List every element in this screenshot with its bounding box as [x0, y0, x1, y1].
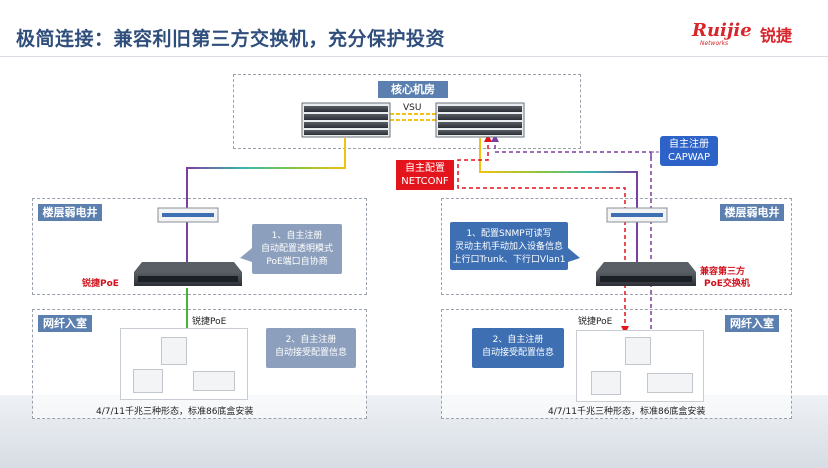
netconf-path — [457, 138, 626, 330]
ruijie-logo-cn: 锐捷 — [760, 26, 793, 45]
right-ap-device-2 — [591, 371, 621, 395]
right-odf-panel — [606, 207, 668, 223]
page-title: 极简连接：兼容利旧第三方交换机，充分保护投资 — [16, 28, 446, 50]
capwap-tag: 自主注册 CAPWAP — [660, 136, 718, 166]
right-poe-switch — [596, 262, 696, 286]
right-switch-label-2: PoE交换机 — [704, 279, 750, 289]
left-info-bottom: 2、自主注册 自动接受配置信息 — [266, 328, 356, 368]
right-info-bottom-line2: 自动接受配置信息 — [481, 348, 554, 358]
left-ap-device-1 — [161, 337, 187, 365]
core-switch-right — [435, 102, 525, 138]
left-shaft-label: 楼层弱电井 — [38, 204, 102, 221]
right-uplink-line — [479, 138, 638, 210]
left-info-bottom-line2: 自动接受配置信息 — [274, 348, 347, 358]
right-ap-device-1 — [625, 337, 651, 365]
ruijie-logo-sub: Networks — [700, 40, 729, 47]
right-info-top-line1: 1、配置SNMP可读写 — [466, 229, 552, 239]
netconf-tag: 自主配置 NETCONF — [396, 160, 454, 190]
right-room-label: 网纤入室 — [725, 315, 779, 332]
capwap-path — [494, 138, 652, 330]
right-ap-label: 锐捷PoE — [578, 317, 613, 327]
right-shaft-label: 楼层弱电井 — [720, 204, 784, 221]
left-uplink-line — [186, 138, 346, 210]
netconf-tag-line1: 自主配置 — [405, 163, 445, 174]
left-info-top-line1: 1、自主注册 — [271, 231, 323, 241]
right-ap-panel — [576, 330, 704, 402]
left-ap-device-3 — [193, 371, 235, 391]
right-caption: 4/7/11千兆三种形态，标准86底盒安装 — [548, 407, 706, 417]
left-info-top-line2: 自动配置透明模式 — [260, 244, 333, 254]
left-info-top-line3: PoE端口自协商 — [266, 257, 328, 267]
capwap-tag-line1: 自主注册 — [669, 139, 709, 150]
core-room-label: 核心机房 — [378, 81, 448, 98]
core-switch-left — [301, 102, 391, 138]
left-odf-panel — [157, 207, 219, 223]
capwap-arrow-up — [491, 134, 499, 142]
left-ap-panel — [120, 328, 248, 400]
netconf-arrow-up — [484, 134, 492, 142]
left-caption: 4/7/11千兆三种形态，标准86底盒安装 — [96, 407, 254, 417]
vsu-label: VSU — [403, 103, 422, 113]
right-info-bottom: 2、自主注册 自动接受配置信息 — [472, 328, 564, 368]
right-info-top-line3: 上行口Trunk、下行口Vlan1 — [452, 255, 566, 265]
right-info-top-line2: 灵动主机手动加入设备信息 — [454, 242, 563, 252]
right-info-top: 1、配置SNMP可读写 灵动主机手动加入设备信息 上行口Trunk、下行口Vla… — [450, 222, 568, 270]
right-info-bottom-line1: 2、自主注册 — [492, 335, 544, 345]
right-switch-label-1: 兼容第三方 — [700, 267, 746, 277]
left-room-label: 网纤入室 — [38, 315, 92, 332]
right-callout-pointer — [568, 248, 580, 262]
netconf-tag-line2: NETCONF — [401, 176, 449, 187]
capwap-tag-line2: CAPWAP — [667, 152, 711, 163]
left-poe-switch — [134, 262, 242, 286]
title-divider — [0, 56, 828, 57]
left-ap-device-2 — [133, 369, 163, 393]
ruijie-logo: Ruijie — [692, 20, 752, 41]
right-ap-device-3 — [647, 373, 693, 393]
left-info-bottom-line1: 2、自主注册 — [285, 335, 337, 345]
left-switch-label: 锐捷PoE — [82, 279, 119, 289]
left-callout-pointer — [240, 248, 252, 262]
left-ap-label: 锐捷PoE — [192, 317, 227, 327]
left-info-top: 1、自主注册 自动配置透明模式 PoE端口自协商 — [252, 224, 342, 274]
